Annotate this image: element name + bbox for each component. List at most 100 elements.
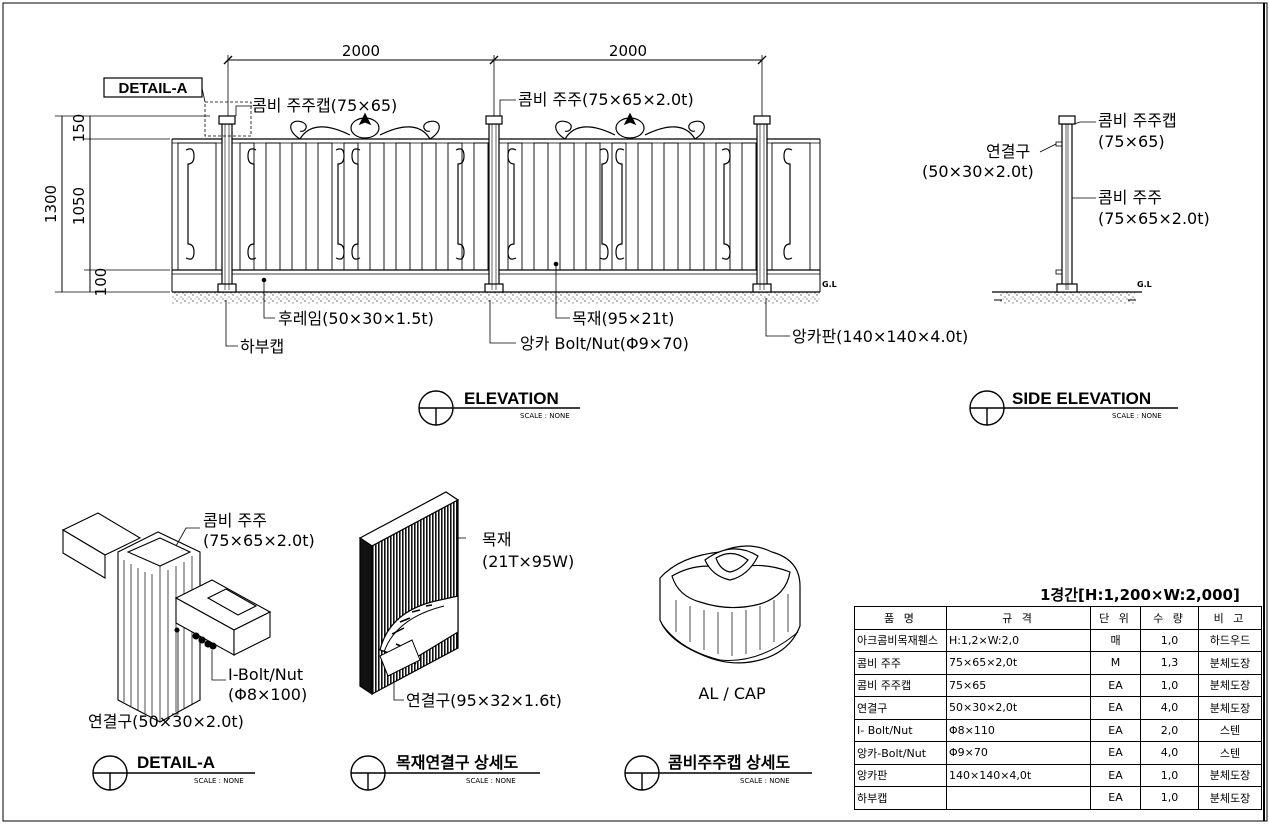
cell-note: 스텐: [1198, 741, 1262, 765]
cell-qty: 1,0: [1140, 673, 1199, 697]
cell-note: 분체도장: [1198, 696, 1262, 720]
fence-board: [343, 142, 359, 271]
bom-title: 1경간[H:1,200×W:2,000]: [1040, 586, 1240, 604]
cell-note: 하드우드: [1198, 628, 1262, 652]
side-label-connector-1: 연결구: [986, 142, 1030, 161]
fence-board: [663, 142, 679, 271]
side-label-post-1: 콤비 주주: [1098, 188, 1162, 207]
wood-detail-scale: SCALE : NONE: [466, 777, 516, 785]
scroll-ornament: [721, 148, 731, 260]
cell-note: 분체도장: [1198, 786, 1262, 810]
side-elevation-view: [992, 115, 1142, 304]
cell-name: 연결구: [854, 696, 947, 720]
fence-board: [689, 142, 705, 271]
scroll-ornament: [455, 148, 465, 260]
cell-name: 앙카-Bolt/Nut: [854, 741, 947, 765]
side-label-post-2: (75×65×2.0t): [1098, 209, 1210, 228]
cell-spec: 50×30×2,0t: [946, 696, 1091, 720]
cell-unit: EA: [1090, 763, 1141, 787]
cell-note: 분체도장: [1198, 651, 1262, 675]
cell-unit: EA: [1090, 718, 1141, 742]
elevation-dimension-labels: 2000 2000 1300 150 1050 100: [42, 42, 647, 296]
cell-spec: Φ9×70: [946, 741, 1091, 765]
wood-title-marker: [350, 755, 540, 791]
fence-board: [611, 142, 627, 271]
side-label-connector-2: (50×30×2.0t): [922, 162, 1034, 181]
scroll-ornament: [783, 148, 793, 260]
cell-unit: EA: [1090, 696, 1141, 720]
fence-board: [741, 142, 757, 271]
col-header-name: 품 명: [854, 606, 947, 630]
detail-a-label-connector: 연결구(50×30×2.0t): [88, 712, 244, 731]
cell-qty: 1,0: [1140, 763, 1199, 787]
cell-name: 콤비 주주: [854, 651, 947, 675]
label-wood: 목재(95×21t): [572, 309, 674, 328]
detail-a-title: DETAIL-A: [137, 753, 215, 772]
wood-label-connector: 연결구(95×32×1.6t): [406, 691, 562, 710]
cell-note: 분체도장: [1198, 763, 1262, 787]
side-label-cap-1: 콤비 주주캡: [1098, 111, 1177, 130]
cell-qty: 1,0: [1140, 786, 1199, 810]
wood-label-1: 목재: [482, 530, 511, 549]
fence-board: [265, 142, 281, 271]
cell-name: 아크콤비목재휀스: [854, 628, 947, 652]
cell-note: 분체도장: [1198, 673, 1262, 697]
elevation-title: ELEVATION: [464, 389, 559, 408]
col-header-spec: 규 격: [946, 606, 1091, 630]
detail-a-label-post-2: (75×65×2.0t): [203, 531, 315, 550]
detail-a-title-marker: [92, 755, 255, 791]
cell-qty: 4,0: [1140, 696, 1199, 720]
fence-board: [533, 142, 549, 271]
fence-board: [395, 142, 411, 271]
cell-qty: 1,3: [1140, 651, 1199, 675]
detail-a-view: [61, 512, 272, 723]
cell-qty: 1,0: [1140, 628, 1199, 652]
cell-qty: 2,0: [1140, 718, 1199, 742]
detail-a-tag: DETAIL-A: [119, 80, 188, 97]
cell-spec: 75×65: [946, 673, 1091, 697]
detail-a-scale: SCALE : NONE: [194, 777, 244, 785]
cell-unit: EA: [1090, 741, 1141, 765]
fence-board: [559, 142, 575, 271]
fence-board: [585, 142, 601, 271]
fence-board: [421, 142, 437, 271]
detail-a-label-post-1: 콤비 주주: [203, 511, 267, 530]
wood-label-2: (21T×95W): [482, 552, 574, 571]
col-header-note: 비 고: [1198, 606, 1262, 630]
dim-span-1: 2000: [342, 42, 380, 60]
cell-name: 콤비 주주캡: [854, 673, 947, 697]
fence-board: [715, 142, 731, 271]
fence-board: [447, 142, 463, 271]
scroll-ornament: [599, 148, 609, 260]
fence-board: [369, 142, 385, 271]
cell-name: 앙카판: [854, 763, 947, 787]
cap-detail-scale: SCALE : NONE: [740, 777, 790, 785]
cell-spec: 75×65×2,0t: [946, 651, 1091, 675]
cap-label: AL / CAP: [698, 684, 766, 703]
ground-level-mark: G.L: [822, 280, 837, 289]
cell-qty: 4,0: [1140, 741, 1199, 765]
dim-total-height: 1300: [42, 185, 60, 223]
dim-top: 150: [70, 114, 88, 143]
scroll-ornament: [351, 148, 361, 260]
label-post-cap: 콤비 주주캡(75×65): [252, 96, 397, 115]
dim-bottom: 100: [92, 268, 110, 297]
side-label-cap-2: (75×65): [1098, 132, 1165, 151]
label-anchor-bolt: 앙카 Bolt/Nut(Φ9×70): [520, 334, 689, 353]
scroll-ornament: [335, 148, 345, 260]
label-anchor-plate: 앙카판(140×140×4.0t): [792, 327, 968, 346]
fence-board: [507, 142, 523, 271]
cap-title-marker: [624, 755, 812, 791]
detail-a-label-bolt-2: (Φ8×100): [228, 685, 307, 704]
label-frame: 후레임(50×30×1.5t): [278, 309, 434, 328]
cell-spec: Φ8×110: [946, 718, 1091, 742]
side-elevation-scale: SCALE : NONE: [1112, 412, 1162, 420]
cell-unit: EA: [1090, 786, 1141, 810]
